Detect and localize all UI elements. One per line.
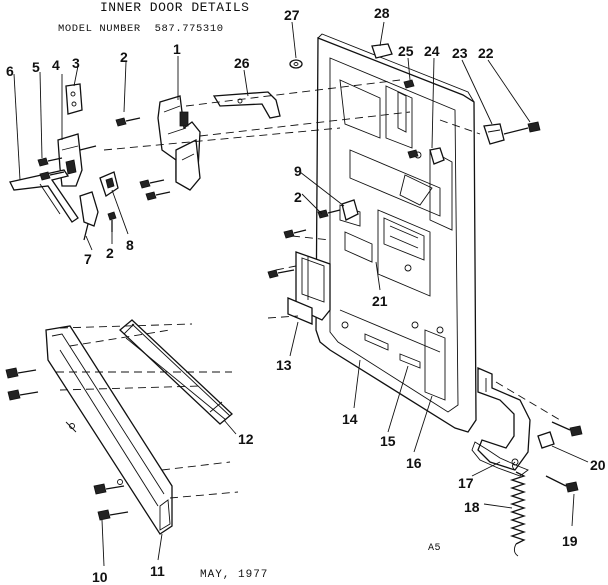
callout-20: 20 — [590, 457, 606, 473]
callout-9: 9 — [294, 163, 302, 179]
callout-2: 2 — [106, 245, 114, 261]
callout-27: 27 — [284, 7, 300, 23]
callout-8: 8 — [126, 237, 134, 253]
clip-9 — [341, 199, 359, 221]
retainer-28 — [371, 43, 393, 59]
callout-2: 2 — [294, 189, 302, 205]
model-number: 587.775310 — [154, 23, 224, 35]
hinge-bracket-13 — [287, 251, 331, 325]
callout-2: 2 — [120, 49, 128, 65]
callout-19: 19 — [562, 533, 578, 549]
model-label: MODEL NUMBER — [58, 23, 141, 35]
alignment-lines — [56, 79, 561, 499]
callout-3: 3 — [72, 55, 80, 71]
clip-23 — [483, 123, 505, 145]
callout-22: 22 — [478, 45, 494, 61]
washer-27 — [289, 59, 303, 69]
callout-5: 5 — [32, 59, 40, 75]
diagram-date: MAY, 1977 — [200, 569, 269, 581]
callout-21: 21 — [372, 293, 388, 309]
callout-25: 25 — [398, 43, 414, 59]
latch-assembly-1 — [157, 95, 201, 191]
callout-24: 24 — [424, 43, 440, 59]
door-panel-11 — [45, 325, 173, 535]
model-number-line: MODEL NUMBER 587.775310 — [58, 23, 224, 35]
callout-26: 26 — [234, 55, 250, 71]
callout-16: 16 — [406, 455, 422, 471]
bracket-3 — [65, 83, 83, 115]
callout-28: 28 — [374, 5, 390, 21]
callout-13: 13 — [276, 357, 292, 373]
callout-6: 6 — [6, 63, 14, 79]
lower-hinge-17 — [471, 367, 531, 477]
spring-18 — [509, 461, 527, 557]
screws — [5, 79, 583, 521]
clip-7 — [79, 191, 99, 241]
clip-24 — [429, 147, 445, 165]
inner-door-panel — [315, 33, 477, 433]
callout-labels: 1 2 2 2 3 4 5 6 7 8 9 10 11 12 13 14 15 … — [6, 5, 606, 585]
leader-lines — [13, 21, 589, 567]
callout-1: 1 — [173, 41, 181, 57]
callout-10: 10 — [92, 569, 108, 585]
callout-18: 18 — [464, 499, 480, 515]
grommet-20 — [537, 431, 555, 449]
switch-4 — [57, 133, 97, 187]
diagram-code: A5 — [428, 543, 442, 554]
actuator-6 — [9, 169, 79, 223]
callout-12: 12 — [238, 431, 254, 447]
callout-11: 11 — [150, 563, 165, 579]
callout-23: 23 — [452, 45, 468, 61]
callout-4: 4 — [52, 57, 60, 73]
callout-14: 14 — [342, 411, 358, 427]
callout-17: 17 — [458, 475, 474, 491]
callout-15: 15 — [380, 433, 396, 449]
clip-8 — [99, 171, 119, 198]
diagram-title: INNER DOOR DETAILS — [100, 0, 250, 15]
callout-7: 7 — [84, 251, 92, 267]
